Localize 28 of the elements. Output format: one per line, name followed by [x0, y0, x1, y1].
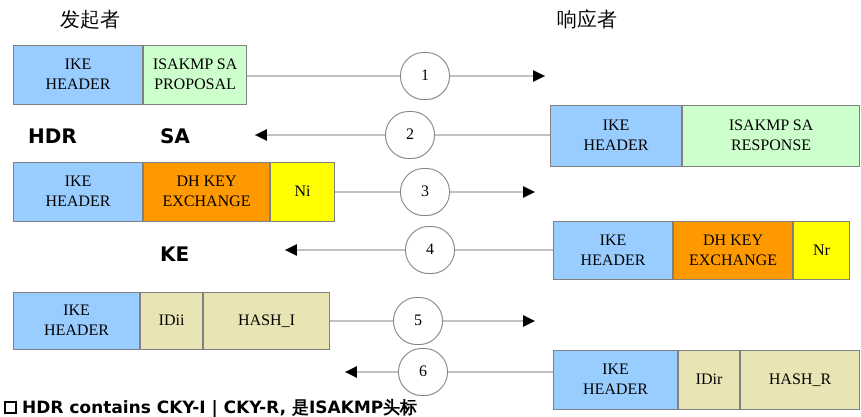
field-label: KE — [160, 241, 190, 268]
arrow — [442, 315, 536, 327]
payload-segment: HASH_I — [203, 292, 330, 350]
header-segment: IKE HEADER — [13, 292, 140, 350]
note-text: HDR contains CKY-I | CKY-R, 是ISAKMP头标 — [22, 397, 418, 417]
arrow — [284, 244, 406, 256]
arrow — [450, 70, 546, 82]
arrow — [450, 186, 536, 198]
payload-segment: DH KEY EXCHANGE — [673, 221, 793, 280]
payload-segment: ISAKMP SA PROPOSAL — [143, 45, 247, 105]
field-label: HDR — [28, 123, 77, 150]
payload-segment: IDii — [140, 292, 203, 350]
payload-segment: IDir — [678, 350, 740, 410]
payload-segment: Nr — [793, 221, 850, 280]
column-heading: 响应者 — [557, 6, 617, 33]
payload-segment: DH KEY EXCHANGE — [143, 162, 270, 222]
column-heading: 发起者 — [60, 6, 120, 33]
header-segment: IKE HEADER — [13, 45, 143, 105]
payload-segment: ISAKMP SA RESPONSE — [682, 105, 860, 167]
header-segment: IKE HEADER — [550, 105, 682, 167]
header-segment: IKE HEADER — [13, 162, 143, 222]
header-segment: IKE HEADER — [553, 350, 678, 410]
payload-segment: Ni — [270, 162, 335, 222]
arrow — [344, 366, 398, 378]
field-label: SA — [160, 123, 190, 150]
payload-segment: HASH_R — [740, 350, 860, 410]
arrow — [254, 129, 386, 141]
header-segment: IKE HEADER — [553, 221, 673, 280]
